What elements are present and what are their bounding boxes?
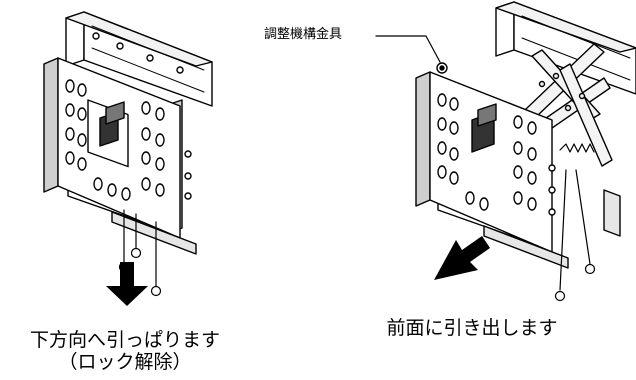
left-caption-line-1: 下方向へ引っぱります (29, 329, 220, 351)
down-arrow-icon (106, 262, 148, 306)
left-bottom-rail (111, 211, 197, 255)
right-wall-rail (495, 1, 636, 237)
right-bottom-rail (483, 225, 569, 269)
callout-leader-line (375, 35, 441, 63)
left-side-screws (184, 150, 192, 200)
left-mount-assembly (43, 11, 213, 297)
right-mount-assembly (415, 1, 636, 302)
forward-arrow-icon (434, 236, 490, 280)
right-caption: 前面に引き出します (386, 317, 558, 339)
adjustment-bracket (436, 62, 448, 74)
left-wall-rail (65, 11, 213, 107)
right-side-screws (548, 164, 556, 216)
callout-label: 調整機構金具 (264, 27, 343, 42)
spring (559, 143, 595, 153)
right-pull-strings (554, 169, 596, 302)
right-plate-holes (437, 93, 537, 211)
left-caption-line-2: （ロック解除） (58, 351, 192, 373)
left-plate-holes (65, 79, 165, 201)
left-front-plate (43, 57, 181, 239)
